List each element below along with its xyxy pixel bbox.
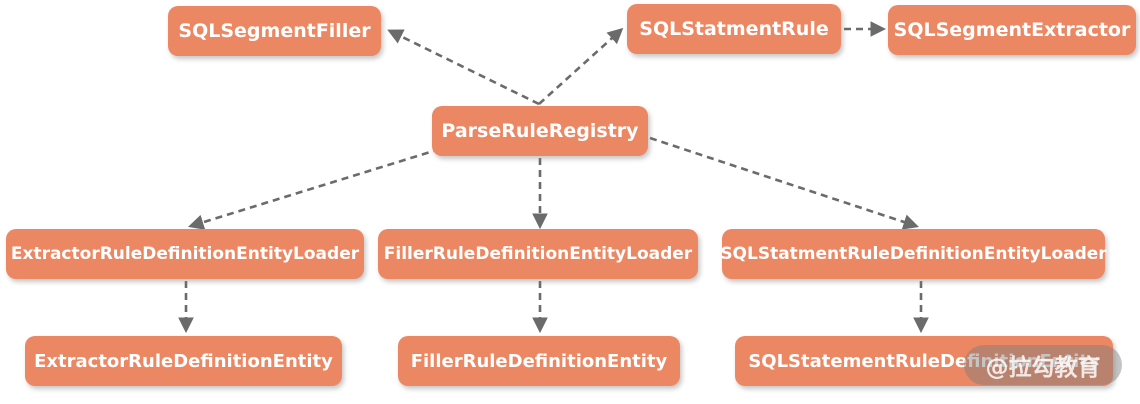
edge-parse-rule-registry-to-sql-statment-rule xyxy=(538,27,624,105)
node-sql-statment-rule-definition-entity-loader: SQLStatmentRuleDefinitionEntityLoader xyxy=(720,229,1107,279)
node-parse-rule-registry: ParseRuleRegistry xyxy=(432,106,648,156)
node-label: ExtractorRuleDefinitionEntityLoader xyxy=(10,244,360,264)
node-label: SQLSegmentExtractor xyxy=(893,19,1131,41)
node-sql-segment-extractor: SQLSegmentExtractor xyxy=(888,5,1136,55)
node-label: SQLSegmentFiller xyxy=(178,20,371,42)
watermark: @拉勾教育 xyxy=(964,345,1122,385)
node-label: SQLStatmentRuleDefinitionEntityLoader xyxy=(720,244,1107,264)
node-extractor-rule-definition-entity-loader: ExtractorRuleDefinitionEntityLoader xyxy=(6,229,364,279)
node-label: FillerRuleDefinitionEntity xyxy=(410,350,668,372)
edge-parse-rule-registry-to-extractor-rule-definition-entity-loader xyxy=(188,147,441,230)
node-label: ParseRuleRegistry xyxy=(441,120,639,142)
node-label: ExtractorRuleDefinitionEntity xyxy=(34,350,333,372)
node-label: SQLStatementRuleDefinitionEntity xyxy=(748,350,1100,372)
node-extractor-rule-definition-entity: ExtractorRuleDefinitionEntity xyxy=(25,336,342,386)
node-label: SQLStatmentRule xyxy=(639,18,829,40)
node-filler-rule-definition-entity-loader: FillerRuleDefinitionEntityLoader xyxy=(378,229,698,279)
node-label: FillerRuleDefinitionEntityLoader xyxy=(383,244,693,264)
watermark-text: @拉勾教育 xyxy=(985,355,1101,381)
edge-parse-rule-registry-to-sql-statment-rule-definition-entity-loader xyxy=(649,136,919,230)
node-sql-statement-rule-definition-entity: SQLStatementRuleDefinitionEntity xyxy=(735,336,1113,386)
node-filler-rule-definition-entity: FillerRuleDefinitionEntity xyxy=(398,336,680,386)
node-sql-statment-rule: SQLStatmentRule xyxy=(627,4,841,54)
node-sql-segment-filler: SQLSegmentFiller xyxy=(168,6,381,56)
edge-parse-rule-registry-to-sql-segment-filler xyxy=(387,29,540,106)
